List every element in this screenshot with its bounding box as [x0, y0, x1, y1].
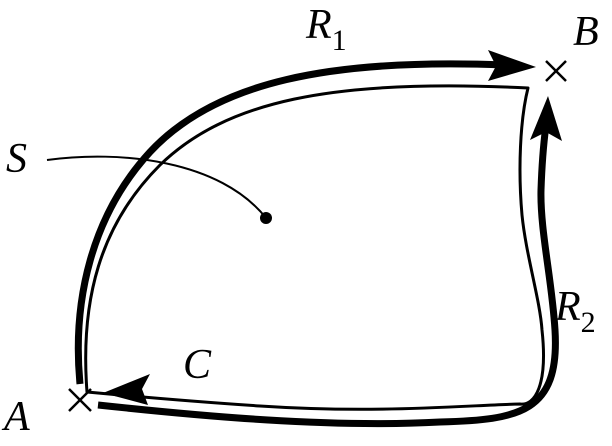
label-a: A [1, 394, 30, 440]
path-r1-arrowhead [488, 50, 536, 81]
contour-c [84, 84, 545, 411]
point-a-marker [68, 388, 92, 412]
point-b-marker [545, 60, 567, 82]
label-b: B [573, 9, 599, 55]
label-r2: R2 [554, 284, 596, 339]
path-r1 [74, 60, 506, 385]
label-s: S [6, 136, 27, 182]
path-r2 [97, 124, 559, 428]
label-c: C [183, 342, 212, 388]
contour-c-arrowhead [103, 374, 150, 405]
label-r1: R1 [305, 2, 347, 57]
path-r2-arrowhead [530, 96, 562, 141]
surface-s-leader [46, 155, 267, 219]
surface-s-point [260, 212, 272, 224]
